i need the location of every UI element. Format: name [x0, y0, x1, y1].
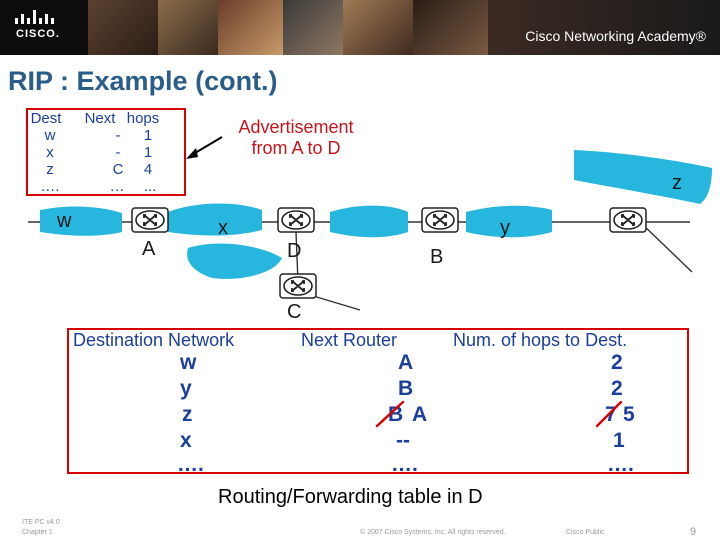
table-cell: y: [180, 377, 192, 400]
struck-next-router: B: [388, 403, 404, 426]
strike-hops: [595, 400, 623, 428]
subnet-z: [574, 150, 712, 204]
banner-photo-1: [88, 0, 158, 55]
table-cell: …: [109, 178, 125, 195]
col-next-header: Next: [84, 110, 116, 127]
router-b: [421, 207, 459, 233]
table-cell: x: [180, 429, 192, 452]
header-banner: CISCO. Cisco Networking Academy®: [0, 0, 720, 55]
table-cell: ….: [177, 453, 204, 476]
router-z: [609, 207, 647, 233]
label-router-d: D: [287, 240, 302, 262]
banner-photo-3: [218, 0, 283, 55]
table-cell: 1: [143, 127, 153, 144]
banner-photo-4: [283, 0, 343, 55]
banner-photo-6: [413, 0, 488, 55]
table-cell: 5: [623, 403, 635, 426]
banner-photo-2: [158, 0, 218, 55]
cisco-bridge-icon: [15, 10, 54, 24]
table-cell: A: [412, 403, 428, 426]
label-x: x: [218, 217, 228, 239]
footer-course: ITE PC v4.0: [22, 519, 60, 526]
subnet-x: [168, 203, 262, 236]
subnet-dx: [330, 205, 408, 238]
col-dest-header: Dest: [30, 110, 62, 127]
subnet-y: [466, 205, 552, 238]
table-cell: -: [115, 144, 121, 161]
footer-classification: Cisco Public: [566, 529, 605, 536]
table-caption: Routing/Forwarding table in D: [218, 486, 483, 508]
table-cell: B: [398, 377, 414, 400]
strike-next-router: [375, 400, 405, 428]
table-cell: --: [396, 429, 410, 452]
table-cell: z: [46, 161, 54, 178]
table-cell: ….: [607, 453, 634, 476]
col-destination-header: Destination Network: [73, 330, 235, 350]
footer-chapter: Chapter 1: [22, 529, 53, 536]
col-hops-header: Num. of hops to Dest.: [453, 330, 628, 350]
table-cell: z: [182, 403, 193, 426]
forwarding-table: Destination Network Next Router Num. of …: [67, 328, 689, 476]
advertisement-line-1: Advertisement: [238, 117, 354, 137]
table-cell: 2: [611, 351, 623, 374]
banner-photo-7: [488, 0, 720, 55]
advertisement-table: Dest Next hops w - 1 x - 1 z C 4 …. … ..…: [26, 108, 186, 196]
col-hops-header: hops: [126, 110, 160, 127]
table-cell: x: [46, 144, 54, 161]
table-cell: 4: [143, 161, 153, 178]
col-next-router-header: Next Router: [301, 330, 398, 350]
academy-wordmark: Cisco Networking Academy®: [525, 28, 706, 44]
advertisement-label: Advertisement from A to D: [222, 117, 370, 159]
slide-title: RIP : Example (cont.): [8, 66, 278, 96]
table-cell: 1: [143, 144, 153, 161]
table-cell: ….: [40, 178, 60, 195]
router-d: [277, 207, 315, 233]
table-cell: C: [112, 161, 124, 178]
table-cell: 2: [611, 377, 623, 400]
label-z: z: [672, 172, 682, 194]
subnet-a-lower: [187, 243, 282, 279]
table-cell: w: [180, 351, 197, 374]
table-cell: w: [44, 127, 56, 144]
advertisement-line-2: from A to D: [251, 138, 341, 158]
table-cell: A: [398, 351, 414, 374]
cisco-wordmark: CISCO.: [16, 28, 60, 40]
label-w: w: [57, 210, 72, 232]
label-router-b: B: [430, 246, 444, 268]
subnet-w: [40, 206, 122, 236]
strike-marks: [375, 400, 623, 428]
table-cell: 1: [613, 429, 625, 452]
link: [639, 221, 693, 273]
label-y: y: [500, 217, 510, 239]
table-cell: ...: [143, 178, 157, 195]
struck-hops: 7: [605, 403, 617, 426]
label-router-c: C: [287, 301, 302, 323]
label-router-a: A: [142, 238, 156, 260]
router-c: [279, 273, 317, 299]
page-number: 9: [690, 526, 697, 538]
router-a: [131, 207, 169, 233]
arrow-head: [186, 148, 198, 159]
table-cell: ….: [391, 453, 418, 476]
banner-photo-5: [343, 0, 413, 55]
footer-copyright: © 2007 Cisco Systems, Inc. All rights re…: [360, 529, 506, 536]
table-cell: -: [115, 127, 121, 144]
